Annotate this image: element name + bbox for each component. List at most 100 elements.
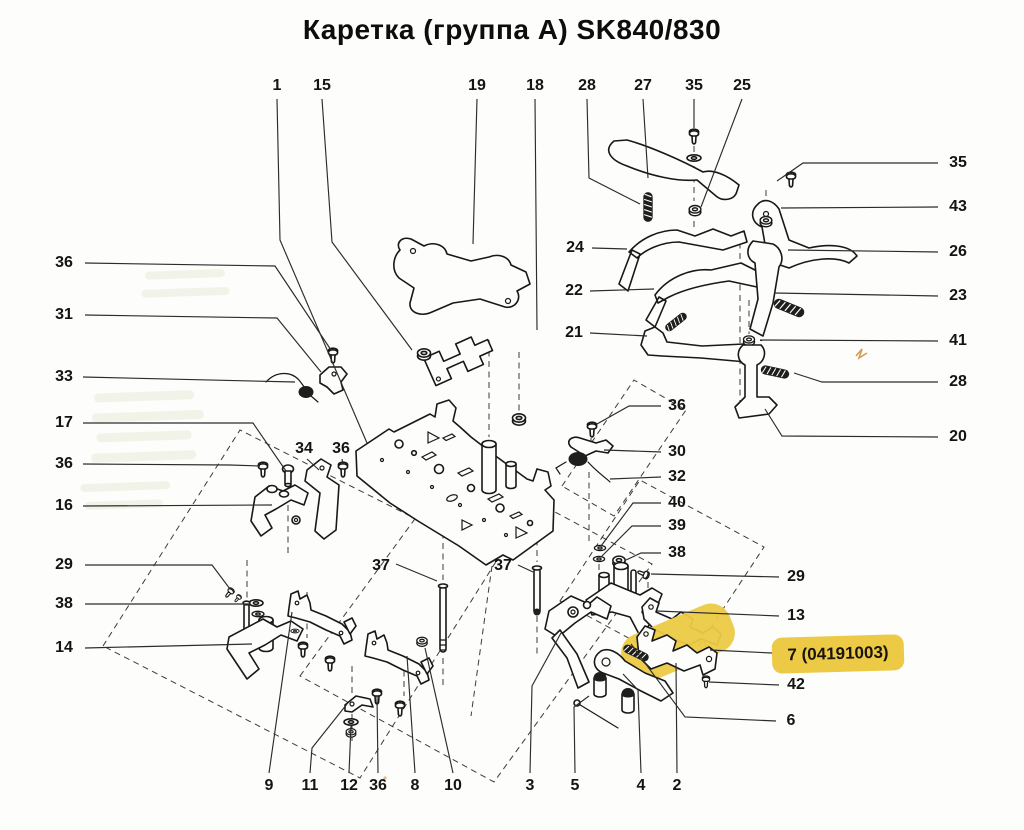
- leader-line: [591, 247, 628, 250]
- part-label-30: 30: [668, 443, 686, 460]
- part-label-42: 42: [787, 676, 805, 693]
- part-34-bracket: [304, 458, 340, 540]
- part-23-spring: [772, 297, 806, 319]
- leader-line: [642, 98, 649, 179]
- part-37-pin-right: [531, 565, 543, 616]
- plate-small-post: [505, 463, 517, 490]
- part-21-spring: [663, 311, 689, 333]
- leader-line: [600, 525, 661, 558]
- part-label-31: 31: [55, 306, 73, 323]
- leader-line: [625, 552, 661, 561]
- leader-line: [603, 449, 662, 453]
- part-23-arm: [747, 240, 783, 337]
- highlighted-part-number[interactable]: 7 (04191003): [771, 634, 905, 674]
- part-label-39: 39: [668, 517, 686, 534]
- leader-line: [276, 98, 368, 444]
- leader-line: [534, 98, 538, 331]
- part-label-6: 6: [786, 712, 796, 729]
- leader-line: [82, 463, 261, 467]
- part-label-40: 40: [668, 494, 686, 511]
- rail9-screw-a: [297, 641, 309, 658]
- leader-line: [780, 206, 939, 209]
- leader-line: [84, 643, 253, 649]
- part-5-pin: [573, 699, 619, 729]
- part-label-35: 35: [685, 77, 703, 94]
- part-28-spring-top: [643, 191, 653, 223]
- part-label-36: 36: [332, 440, 350, 457]
- part-39-washer: [592, 555, 606, 563]
- leader-line: [395, 563, 438, 582]
- leader-line: [348, 724, 352, 774]
- leader-line: [589, 332, 648, 337]
- part-19-hole: [409, 247, 417, 255]
- leader-line: [622, 673, 642, 774]
- part-3-bracket: [544, 595, 612, 638]
- leader-line: [424, 647, 454, 774]
- part-12-washer: [343, 717, 359, 727]
- part-label-8: 8: [410, 777, 420, 794]
- part-label-14: 14: [55, 639, 73, 656]
- part-label-5: 5: [570, 777, 580, 794]
- part-label-23: 23: [949, 287, 967, 304]
- part-label-9: 9: [264, 777, 274, 794]
- leader-line: [700, 98, 743, 208]
- part-label-19: 19: [468, 77, 486, 94]
- part-35-screw-right: [785, 171, 797, 188]
- part-36-screw-b: [257, 461, 269, 478]
- part-label-12: 12: [340, 777, 358, 794]
- part-label-13: 13: [787, 607, 805, 624]
- leader-line: [675, 662, 678, 774]
- part-2-lever: [593, 648, 674, 702]
- leader-line: [764, 408, 939, 438]
- leader-line: [776, 162, 938, 182]
- leader-line: [306, 458, 320, 471]
- part-4-post-b: [621, 687, 635, 714]
- leader-line: [84, 314, 322, 373]
- part-19-plate: [393, 237, 531, 315]
- leader-line: [517, 564, 534, 573]
- leader-line: [83, 422, 287, 472]
- leader-lines: [82, 98, 939, 774]
- part-36-screw-d: [586, 421, 598, 438]
- leader-line: [376, 695, 379, 774]
- part-18-cross: [422, 336, 494, 387]
- leader-line: [573, 695, 590, 774]
- part-label-24: 24: [566, 239, 584, 256]
- part-4-post-a: [593, 671, 607, 698]
- part-label-36: 36: [55, 455, 73, 472]
- part-10-nut: [416, 636, 428, 647]
- part-label-21: 21: [565, 324, 583, 341]
- diagram-title: Каретка (группа А) SK840/830: [302, 14, 722, 45]
- plate-center-post: [481, 443, 497, 495]
- part-label-17: 17: [55, 414, 73, 431]
- part-7-bracket: [636, 625, 718, 676]
- part-24-arm: [618, 228, 748, 292]
- part-32-wire: [587, 461, 611, 483]
- part-20-bracket: [734, 344, 778, 419]
- parts: [223, 128, 858, 738]
- part-label-28: 28: [578, 77, 596, 94]
- part-30-latch: [555, 436, 614, 475]
- part-label-43: 43: [949, 198, 967, 215]
- part-label-15: 15: [313, 77, 331, 94]
- part-label-33: 33: [55, 368, 73, 385]
- part-label-28: 28: [949, 373, 967, 390]
- leader-line: [472, 98, 478, 245]
- part-label-32: 32: [668, 468, 686, 485]
- part-19-hole: [504, 297, 512, 305]
- part-label-41: 41: [949, 332, 967, 349]
- part-9-rail: [287, 590, 353, 645]
- part-label-3: 3: [525, 777, 535, 794]
- leader-line: [708, 681, 780, 686]
- part-label-38: 38: [55, 595, 73, 612]
- part-17-plunger: [281, 464, 295, 488]
- leader-line: [321, 98, 413, 351]
- leader-line: [656, 610, 780, 617]
- part-label-36: 36: [668, 397, 686, 414]
- part-label-29: 29: [55, 556, 73, 573]
- leader-line: [759, 339, 939, 342]
- leader-line: [82, 504, 273, 507]
- part-41-nut: [742, 335, 756, 347]
- part-1-carriage-plate: [355, 399, 555, 566]
